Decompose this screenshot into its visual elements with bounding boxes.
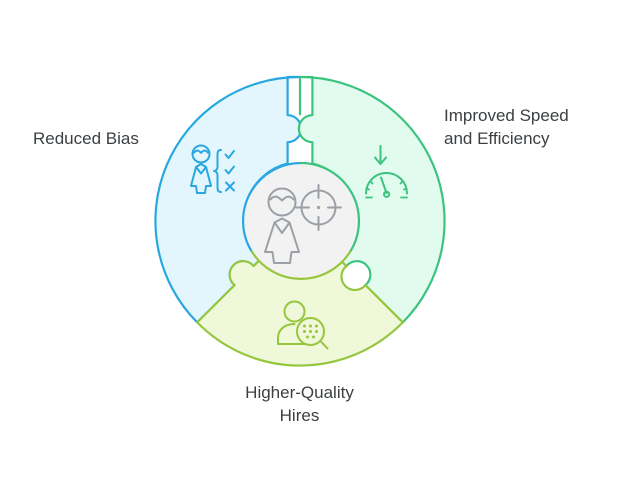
icon-person-with-checklist bbox=[190, 144, 235, 194]
segment-improved-speed-shape[interactable] bbox=[297, 75, 446, 324]
icon-person-with-magnifier bbox=[277, 300, 329, 350]
center-person-icon bbox=[264, 187, 300, 264]
center-ring-arc-green bbox=[299, 161, 361, 253]
segment-higher-quality-hires[interactable] bbox=[196, 258, 404, 367]
segment-improved-speed-and-efficiency[interactable] bbox=[297, 75, 446, 324]
segment-label-higher-quality-hires: Higher-Quality Hires bbox=[245, 383, 354, 425]
icon-speedometer-gauge bbox=[365, 145, 408, 199]
segment-higher-quality-hires-shape[interactable] bbox=[196, 258, 404, 367]
center-ring-arc-lime bbox=[250, 250, 352, 280]
center-target-crosshair-icon bbox=[295, 184, 342, 231]
center-ring-arc-blue bbox=[241, 161, 303, 253]
segment-label-improved-speed-and-efficiency: Improved Speed and Efficiency bbox=[444, 106, 569, 148]
center-hub[interactable] bbox=[241, 161, 361, 280]
segment-label-reduced-bias: Reduced Bias bbox=[33, 129, 139, 148]
